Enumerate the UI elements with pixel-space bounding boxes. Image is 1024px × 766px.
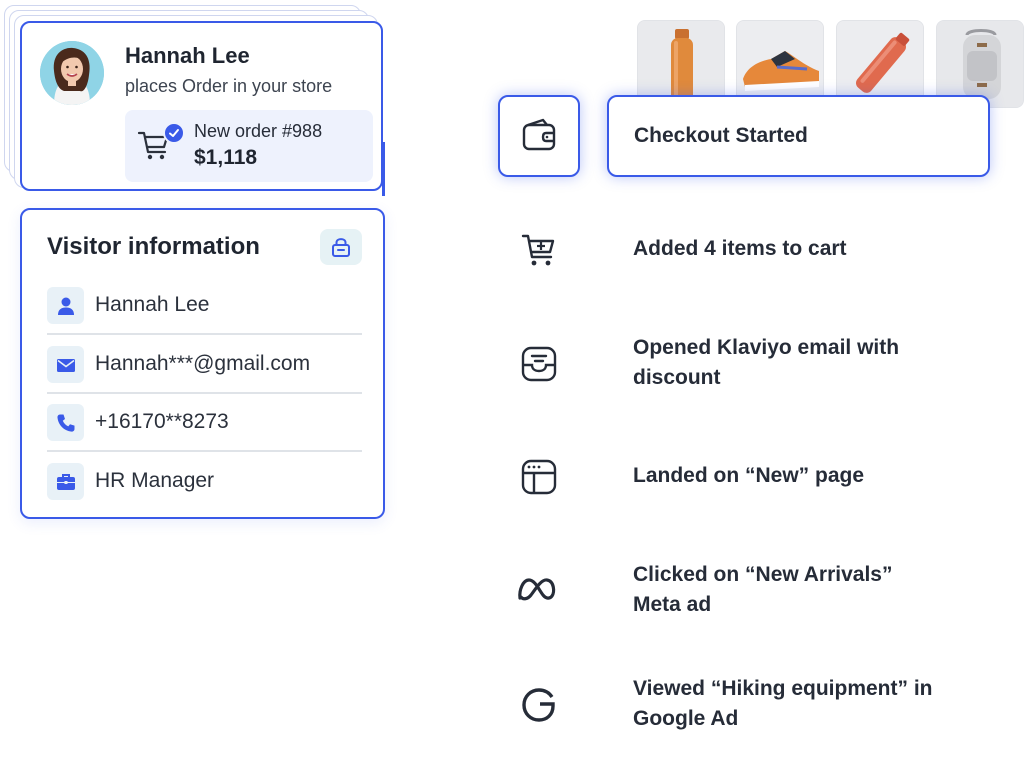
avatar [40,41,104,105]
timeline-item-landed-on-page: Landed on “New” page [633,464,865,487]
order-notification-card[interactable]: Hannah Lee places Order in your store Ne… [20,21,383,191]
order-amount: $1,118 [194,146,258,169]
mail-icon [47,346,84,383]
visitor-email: Hannah***@gmail.com [95,352,311,375]
email-tray-icon [517,342,561,386]
timeline-item-clicked-meta-ad: Clicked on “New Arrivals” Meta ad [633,563,893,616]
visitor-phone: +16170**8273 [95,410,229,433]
timeline-label: Checkout Started [634,124,808,147]
divider [47,450,362,452]
divider [47,392,362,394]
visitor-email-row: Hannah***@gmail.com [47,336,362,394]
check-icon [163,122,185,144]
visitor-name: Hannah Lee [95,293,210,316]
timeline-item-checkout-started[interactable]: Checkout Started [607,95,990,177]
timeline-active-icon-box[interactable] [498,95,580,177]
product-water-bottle[interactable] [637,20,725,108]
divider [47,333,362,335]
visitor-information-card: Visitor information Hannah Lee Hannah***… [20,208,385,519]
lock-button[interactable] [320,229,362,265]
timeline-item-viewed-google-ad: Viewed “Hiking equipment” in Google Ad [633,677,933,730]
visitor-phone-row: +16170**8273 [47,394,362,452]
cart-icon [137,131,169,160]
briefcase-icon [47,463,84,500]
lock-icon [332,238,350,257]
customer-name: Hannah Lee [125,43,250,68]
wallet-icon [522,118,556,151]
product-red-bottle[interactable] [836,20,924,108]
order-summary: New order #988 $1,118 [125,110,373,182]
browser-page-icon [517,455,561,499]
meta-logo-icon [515,566,559,610]
card-connector [382,142,385,196]
order-subtitle: places Order in your store [125,76,333,96]
visitor-job-row: HR Manager [47,453,362,511]
timeline-item-opened-email: Opened Klaviyo email with discount [633,336,900,389]
google-logo-icon [517,683,561,727]
cart-add-icon [517,228,561,272]
timeline-item-added-to-cart: Added 4 items to cart [633,237,847,260]
product-sneaker[interactable] [736,20,824,108]
product-backpack[interactable] [936,20,1024,108]
visitor-title: Visitor information [47,233,260,260]
order-number: New order #988 [194,121,323,141]
visitor-name-row: Hannah Lee [47,277,362,335]
visitor-job-title: HR Manager [95,469,215,492]
user-icon [47,287,84,324]
phone-icon [47,404,84,441]
